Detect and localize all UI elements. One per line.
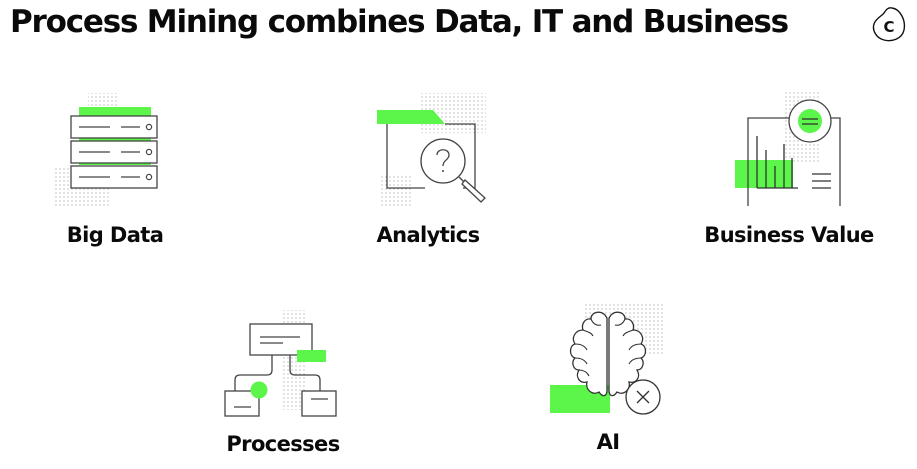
page-title: Process Mining combines Data, IT and Bus… [10,4,789,40]
server-stack-icon [55,93,158,206]
item-analytics [365,88,495,213]
item-label-big-data: Big Data [66,223,164,247]
process-flow-icon [224,310,337,417]
item-business-value [725,88,855,213]
document-chart-coin-icon [735,92,841,206]
item-ai [545,300,670,420]
logo: C [870,4,908,44]
brain-icon [550,304,663,415]
logo-letter: C [883,18,894,36]
item-label-analytics: Analytics [376,223,480,247]
item-big-data [55,88,185,213]
item-label-ai: AI [596,430,620,454]
folder-search-icon [377,93,486,206]
item-label-processes: Processes [226,432,340,456]
item-processes [215,305,350,420]
item-label-business-value: Business Value [704,223,874,247]
